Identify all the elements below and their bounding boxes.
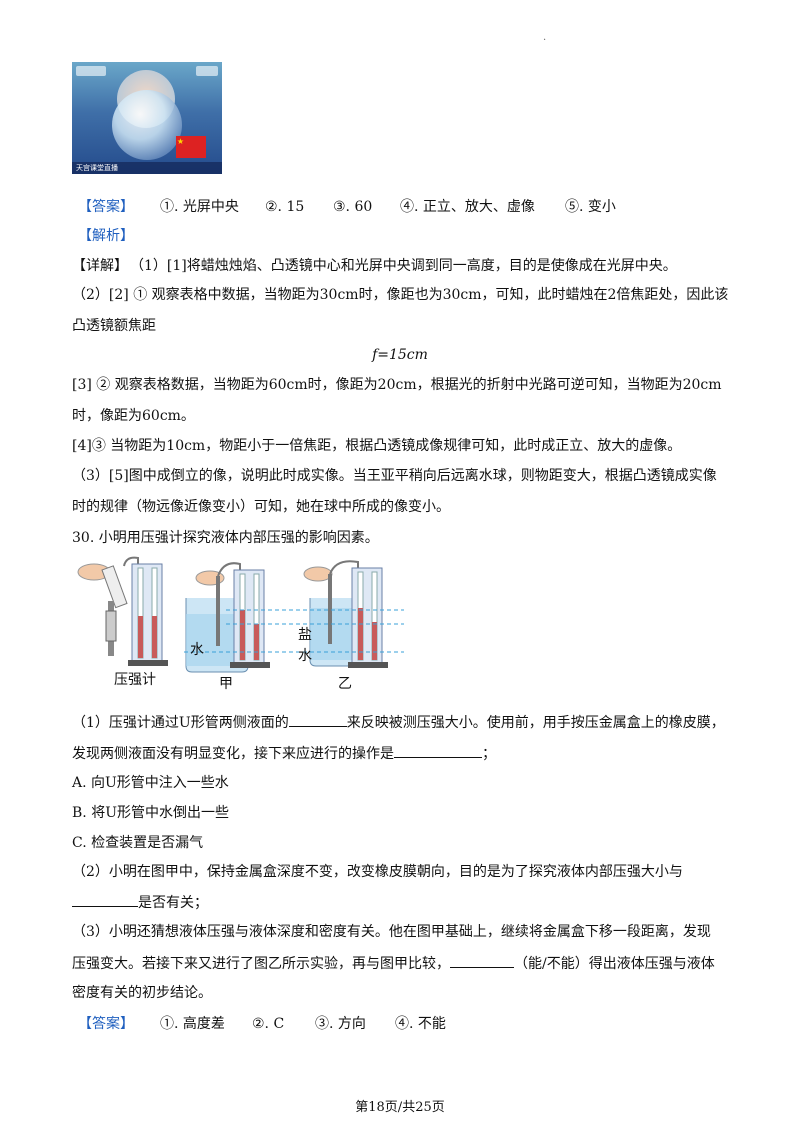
detail-line: 时的规律（物远像近像变小）可知，她在球中所成的像变小。 <box>72 499 450 515</box>
q30-part2-cont: 是否有关； <box>72 892 208 913</box>
detail-line: （3）[5]图中成倒立的像，说明此时成实像。当王亚平稍向后远离水球，则物距变大，… <box>72 468 717 484</box>
gauge-c <box>303 560 388 668</box>
answer-item: ①. 高度差 <box>160 1016 225 1032</box>
detail-tag: 【详解】 <box>72 258 128 274</box>
gauge-b <box>185 562 270 673</box>
option-c: C. 检查装置是否漏气 <box>72 835 204 851</box>
detail-line: [4]③ 当物距为10cm，物距小于一倍焦距，根据凸透镜成像规律可知，此时成正立… <box>72 438 682 454</box>
formula: f=15cm <box>372 347 428 363</box>
astronaut-photo: ★ 天宫课堂直播 <box>72 62 222 174</box>
answer-item: ②. 15 <box>265 199 305 215</box>
q30-part3: （3）小明还猜想液体压强与液体深度和密度有关。他在图甲基础上，继续将金属盒下移一… <box>72 924 711 940</box>
q30-part1-text: 发现两侧液面没有明显变化，接下来应进行的操作是 <box>72 746 394 762</box>
q30-part1: （1）压强计通过U形管两侧液面的 来反映被测压强大小。使用前，用手按压金属盒上的橡… <box>72 712 725 733</box>
fig-label-brine: 水 <box>298 648 312 664</box>
fig-label-brine: 盐 <box>298 627 312 643</box>
photo-caption: 天宫课堂直播 <box>72 162 222 174</box>
page-footer: 第18页/共25页 <box>355 1100 445 1115</box>
star-icon: ★ <box>176 137 184 146</box>
option-a: A. 向U形管中注入一些水 <box>72 775 229 791</box>
answer-item: ①. 光屏中央 <box>160 199 239 215</box>
fig-label-gauge: 压强计 <box>114 672 156 688</box>
answer-item: ④. 正立、放大、虚像 <box>400 199 535 215</box>
q30-part2: （2）小明在图甲中，保持金属盒深度不变，改变橡皮膜朝向，目的是为了探究液体内部压… <box>72 864 683 880</box>
blank-1 <box>288 712 347 727</box>
q30-part3-text: 压强变大。若接下来又进行了图乙所示实验，再与图甲比较， <box>72 956 450 972</box>
fig-label-jia: 甲 <box>219 676 233 692</box>
fig-label-yi: 乙 <box>338 676 352 692</box>
q30-part3-end: 密度有关的初步结论。 <box>72 985 212 1001</box>
answer-tag: 【答案】 <box>78 1016 134 1032</box>
q30-part3-cont: 压强变大。若接下来又进行了图乙所示实验，再与图甲比较， （能/不能）得出液体压强与… <box>72 953 715 974</box>
pressure-gauge-figure <box>77 556 404 673</box>
blank-3 <box>72 892 138 907</box>
answer-tag: 【答案】 <box>78 199 134 215</box>
flag-icon <box>176 136 206 158</box>
answer-item: ④. 不能 <box>395 1016 446 1032</box>
q30-part3-text: （能/不能）得出液体压强与液体 <box>514 956 715 972</box>
detail-line: 时，像距为60cm。 <box>72 408 195 424</box>
answer-item: ③. 60 <box>333 199 373 215</box>
blank-2 <box>394 743 482 758</box>
q30-part1-text: ； <box>482 746 496 762</box>
answer-item: ②. C <box>252 1016 285 1032</box>
q30-part2-text: 是否有关； <box>138 895 208 911</box>
analysis-tag: 【解析】 <box>78 228 134 244</box>
fig-label-water: 水 <box>190 642 204 658</box>
q30-part1-cont: 发现两侧液面没有明显变化，接下来应进行的操作是 ； <box>72 743 496 764</box>
q30-part1-text: （1）压强计通过U形管两侧液面的 <box>72 715 289 731</box>
q30-part1-text: 来反映被测压强大小。使用前，用手按压金属盒上的橡皮膜， <box>346 715 725 731</box>
top-mark: . <box>543 32 547 43</box>
detail-line: （1）[1]将蜡烛烛焰、凸透镜中心和光屏中央调到同一高度，目的是使像成在光屏中央… <box>130 258 677 274</box>
detail-line: [3] ② 观察表格数据，当物距为60cm时，像距为20cm，根据光的折射中光路… <box>72 377 722 393</box>
hd-logo-icon <box>196 66 218 76</box>
answer-item: ③. 方向 <box>315 1016 366 1032</box>
answer-item: ⑤. 变小 <box>565 199 616 215</box>
blank-4 <box>450 953 514 968</box>
question-title: 30. 小明用压强计探究液体内部压强的影响因素。 <box>72 530 379 546</box>
option-b: B. 将U形管中水倒出一些 <box>72 805 229 821</box>
detail-line: 凸透镜额焦距 <box>72 318 156 334</box>
detail-line: （2）[2] ① 观察表格中数据，当物距为30cm时，像距也为30cm，可知，此… <box>72 287 729 303</box>
water-ball-shape <box>112 90 182 160</box>
tv-logo-icon <box>76 66 106 76</box>
gauge-a <box>77 556 168 666</box>
